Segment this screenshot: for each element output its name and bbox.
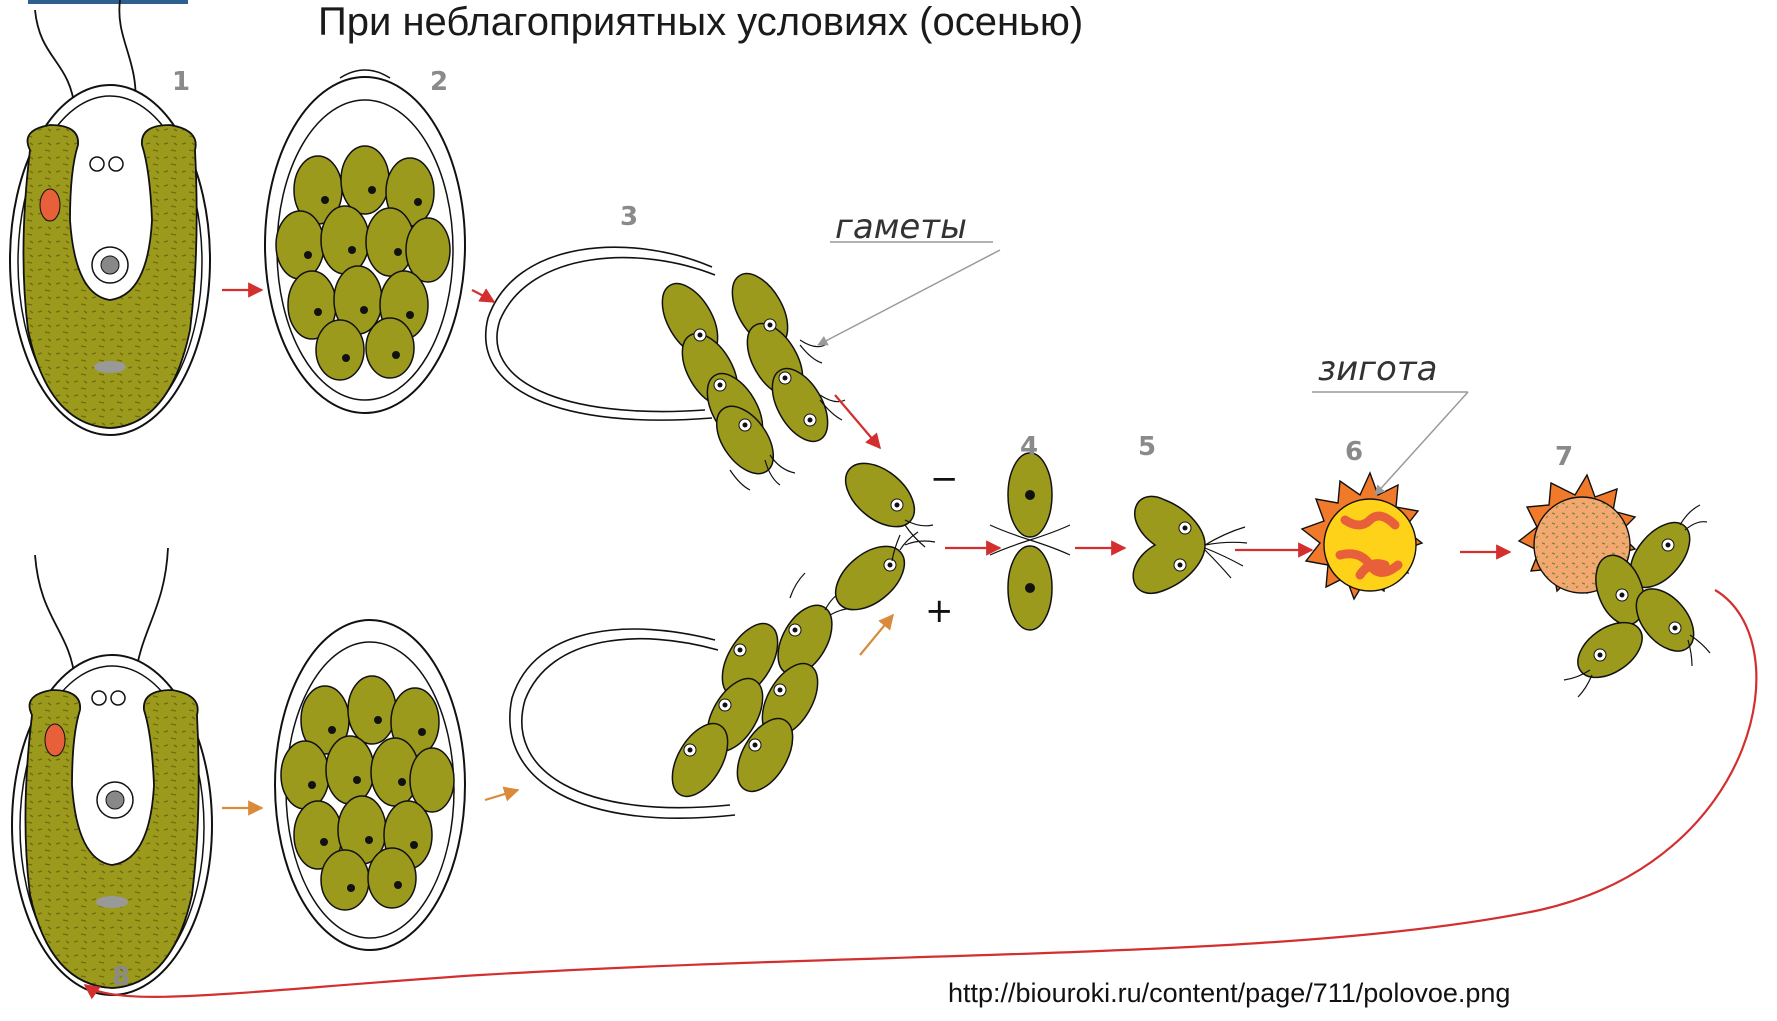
plus-sign: + — [925, 591, 954, 631]
stage-number-3: 3 — [620, 202, 638, 232]
corner-rule — [28, 0, 188, 4]
gametes-label-group: гаметы — [817, 207, 1001, 346]
germinating-zygote-stage — [1517, 473, 1711, 698]
mother-cell-top — [9, 0, 211, 436]
stage-number-2: 2 — [430, 67, 448, 97]
flow-arrows — [83, 282, 1758, 1000]
source-url: http://biouroki.ru/content/page/711/polo… — [948, 978, 1511, 1008]
fusing-gametes — [834, 462, 936, 611]
stage-number-7: 7 — [1555, 442, 1573, 472]
stage-number-5: 5 — [1138, 432, 1156, 462]
fused-pair-stage — [1132, 495, 1248, 594]
zygote-label: зигота — [1318, 349, 1437, 389]
mother-cell-bottom — [11, 547, 213, 996]
zygote-stage — [1300, 471, 1424, 601]
diagram-title: При неблагоприятных условиях (осенью) — [318, 0, 1084, 44]
dividing-cell-top — [264, 69, 466, 414]
stage-number-6: 6 — [1345, 437, 1363, 467]
stage-number-8: 8 — [112, 962, 130, 992]
gametes-label: гаметы — [835, 207, 967, 247]
gamete-release-bottom — [509, 572, 857, 819]
minus-sign: − — [930, 459, 959, 499]
zygote-label-group: зигота — [1312, 349, 1469, 496]
gametes-fusion-stage — [989, 452, 1071, 631]
stage-number-4: 4 — [1020, 432, 1038, 462]
gamete-release-top — [485, 246, 846, 491]
stage-number-1: 1 — [172, 67, 190, 97]
dividing-cell-bottom — [274, 619, 466, 951]
